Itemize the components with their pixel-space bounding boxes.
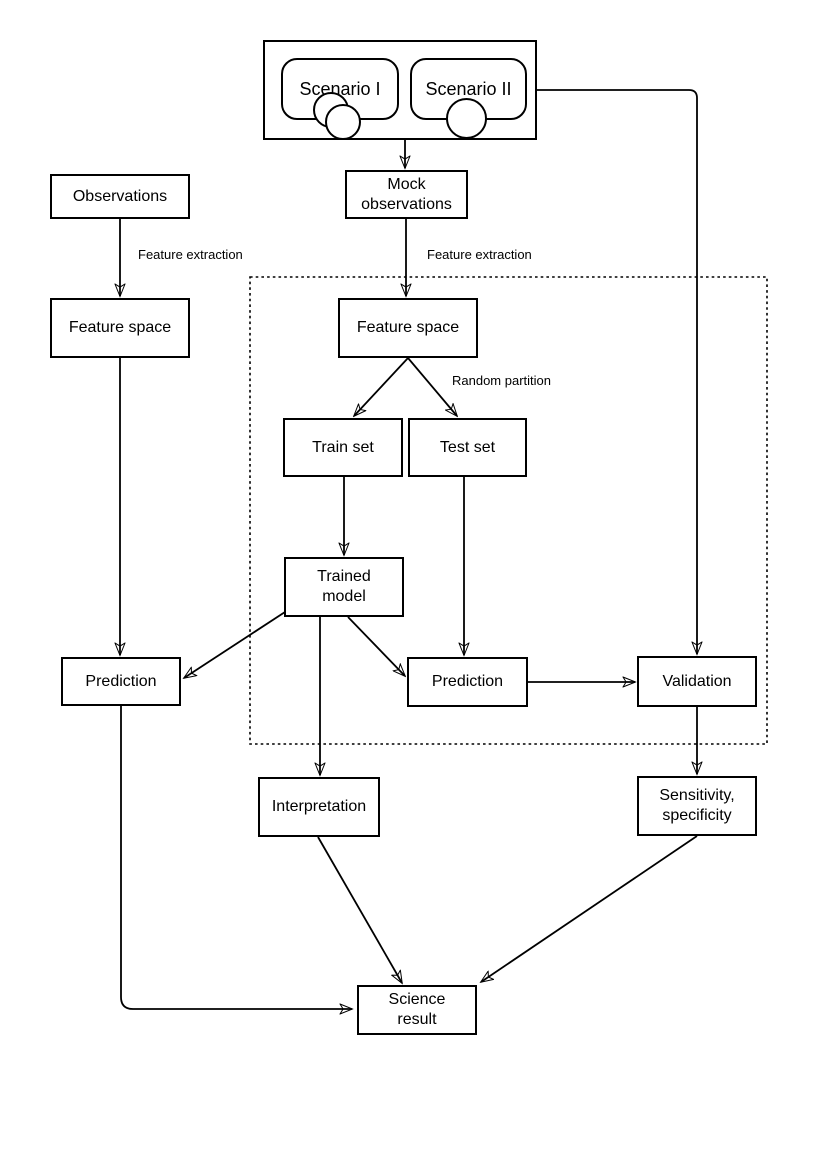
node-interpretation: Interpretation: [258, 777, 380, 837]
edge-feature-space-to-train-set: [354, 357, 409, 416]
node-trained-model: Trained model: [284, 557, 404, 617]
scenario-1-sample-circle-front-icon: [325, 104, 361, 140]
scenario-2-sample-circle-icon: [446, 98, 487, 139]
edge-prediction-left-to-science-result: [120, 706, 352, 1009]
node-mock-observations: Mock observations: [345, 170, 468, 219]
node-observations: Observations: [50, 174, 190, 219]
node-sensitivity-specificity: Sensitivity, specificity: [637, 776, 757, 836]
edge-trained-model-to-prediction-left: [184, 611, 286, 678]
edge-scenario-2-to-validation: [537, 89, 697, 654]
edge-label-random-partition: Random partition: [452, 373, 551, 388]
node-feature-space-left: Feature space: [50, 298, 190, 358]
edge-label-feature-extraction-center: Feature extraction: [427, 247, 532, 262]
node-prediction-center: Prediction: [407, 657, 528, 707]
node-prediction-left: Prediction: [61, 657, 181, 706]
edge-interpretation-to-science-result: [317, 836, 402, 983]
node-test-set: Test set: [408, 418, 527, 477]
edge-feature-space-to-test-set: [407, 357, 457, 416]
node-validation: Validation: [637, 656, 757, 707]
node-train-set: Train set: [283, 418, 403, 477]
edge-trained-model-to-prediction-center: [347, 616, 405, 676]
edge-sensitivity-to-science-result: [481, 835, 698, 982]
edge-label-feature-extraction-left: Feature extraction: [138, 247, 243, 262]
node-feature-space-center: Feature space: [338, 298, 478, 358]
node-science-result: Science result: [357, 985, 477, 1035]
